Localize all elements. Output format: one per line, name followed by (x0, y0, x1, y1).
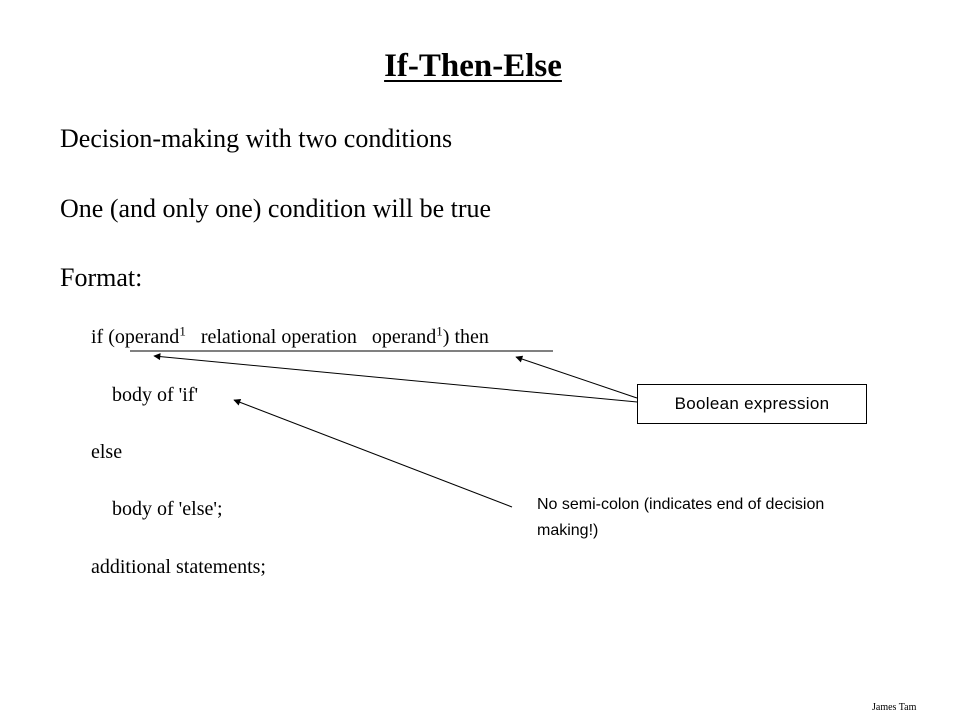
arrow-to-operand-1 (153, 353, 638, 403)
bullet-1: Decision-making with two conditions (60, 124, 453, 153)
code-body-if: body of 'if' (112, 384, 199, 406)
code-operand-2: operand (371, 326, 437, 348)
arrow-to-body-if (233, 398, 513, 508)
bullet-3: Format: (60, 263, 143, 292)
code-then-suffix: ) then (442, 326, 489, 348)
code-body-else: body of 'else'; (112, 498, 223, 520)
author-footer: James Tam (872, 702, 917, 713)
code-superscript-1: 1 (179, 323, 186, 339)
code-line-if: if (operand1 relational operation operan… (91, 323, 489, 349)
semicolon-note: No semi-colon (indicates end of decision… (537, 496, 825, 539)
arrow-to-operand-2 (515, 355, 638, 399)
code-relational: relational operation (200, 326, 357, 348)
code-else: else (91, 441, 123, 463)
bullet-2: One (and only one) condition will be tru… (60, 194, 492, 223)
code-additional: additional statements; (91, 556, 266, 578)
code-if-prefix: if ( (91, 326, 115, 348)
slide-title: If-Then-Else (384, 48, 562, 84)
code-operand-1: operand (114, 326, 180, 348)
code-superscript-2: 1 (436, 323, 443, 339)
boolean-expression-callout: Boolean expression (637, 384, 867, 424)
